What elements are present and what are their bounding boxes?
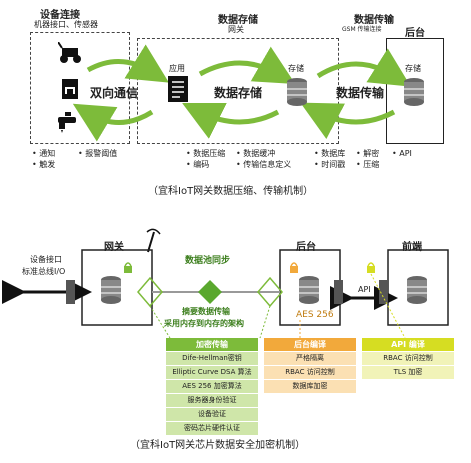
gateway-label: 网关 [104,242,124,253]
sync-label: 数据池同步 [185,256,231,266]
device-box [30,32,130,144]
bullet-buffer: • 数据缓冲 [236,149,276,158]
bullet-encode: • 编码 [186,160,210,169]
table-row: 服务器身份验证 [166,393,258,407]
bottom-diagram: 设备接口 标准总线I/O 网关 后台 前端 [0,210,471,463]
bullet-db: • 数据库 [314,149,346,158]
table-row: TLS 加密 [362,365,454,379]
transfer-subtitle: GSM 传输连接 [342,26,382,33]
bullet-decrypt: • 解密 [356,149,380,158]
encrypt-table: 加密传输 Dife-Hellman密钥 Elliptic Curve DSA 算… [166,338,258,435]
gateway-box [137,38,339,144]
backend-box [386,38,444,144]
bidirectional-label: 双向通信 [90,86,139,100]
table-row: RBAC 访问控制 [264,365,356,379]
api-label: API [358,285,371,294]
transfer-title: 数据传输 [354,15,394,26]
document-icon [168,76,188,102]
backend-title: 后台 [405,28,425,39]
table-row: AES 256 加密算法 [166,379,258,393]
backend-table-header: 后台编译 [264,338,356,351]
table-row: 数据库加密 [264,379,356,393]
faucet-icon [58,112,76,133]
frontend-label: 前端 [402,242,422,253]
bullet-define: • 传输信息定义 [236,160,292,169]
gateway-subtitle: 网关 [228,25,244,34]
table-row: RBAC 访问控制 [362,351,454,365]
storage-label-2: 存储 [405,64,421,73]
storage-label: 存储 [288,64,304,73]
api-table-header: API 编译 [362,338,454,351]
table-row: 密码芯片硬件认证 [166,421,258,435]
device-connect-title: 设备连接 [40,10,80,21]
bullet-timestamp: • 时间戳 [314,160,346,169]
device-connect-subtitle: 机器接口、传感器 [34,20,98,29]
data-transfer-label: 数据传输 [336,86,385,100]
bullet-alarm: • 报警阈值 [78,149,118,158]
backend-label: 后台 [296,242,316,253]
database-icon [287,78,307,106]
top-diagram: 设备连接 机器接口、传感器 数据存储 网关 数据传输 GSM 传输连接 后台 应… [0,0,471,200]
database-icon [404,78,424,106]
device-interface-label: 设备接口 [30,255,62,264]
table-row: Dife-Hellman密钥 [166,351,258,365]
encrypt-table-header: 加密传输 [166,338,258,351]
digest-label: 摘要数据传输 [182,307,230,316]
backend-table: 后台编译 严格隔离 RBAC 访问控制 数据库加密 [264,338,356,393]
bullet-zip: • 压缩 [356,160,380,169]
bullet-notify: • 通知 [32,149,56,158]
bullet-api: • API [392,149,412,158]
storage-title: 数据存储 [218,15,258,26]
memory-arch-label: 采用内存到内存的架构 [164,319,244,328]
api-table: API 编译 RBAC 访问控制 TLS 加密 [362,338,454,379]
flow-arrows [72,44,411,142]
coffee-machine-icon [62,79,78,99]
table-row: Elliptic Curve DSA 算法 [166,365,258,379]
bottom-caption: （宜科IoT网关芯片数据安全加密机制） [130,440,306,451]
standard-io-label: 标准总线I/O [22,267,66,276]
security-flow [2,228,449,339]
table-row: 严格隔离 [264,351,356,365]
data-storage-label: 数据存储 [214,86,263,100]
app-label: 应用 [169,64,185,73]
bullet-compress: • 数据压缩 [186,149,226,158]
table-row: 设备验证 [166,407,258,421]
aes-label: AES 256 [296,310,334,320]
lawnmower-icon [58,42,81,63]
top-caption: （宜科IoT网关数据压缩、传输机制） [148,186,314,197]
bullet-trigger: • 触发 [32,160,56,169]
